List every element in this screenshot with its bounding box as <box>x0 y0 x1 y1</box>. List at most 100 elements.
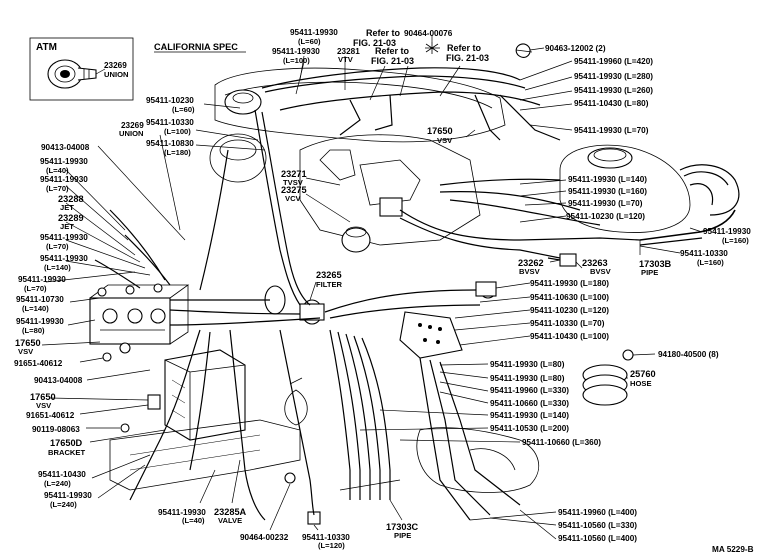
label-10530-l200: 95411-10530 (L=200) <box>490 424 569 433</box>
label-19930-l140-r: 95411-19930 (L=140) <box>568 175 647 184</box>
label-17303b-pn: 17303B <box>639 259 672 269</box>
label-23288-pn: 23288 <box>58 194 84 204</box>
label-23265-sz: FILTER <box>316 280 343 289</box>
label-10660-l330: 95411-10660 (L=330) <box>490 399 569 408</box>
label-l70c-pn: 95411-19930 <box>18 275 66 284</box>
label-10230-l120: 95411-10230 (L=120) <box>566 212 645 221</box>
label-90119-08063: 90119-08063 <box>32 425 80 434</box>
label-95411-19930-l280: 95411-19930 (L=280) <box>574 72 653 81</box>
label-17303c-pn: 17303C <box>386 522 419 532</box>
vsv-small <box>102 352 161 433</box>
label-19930-l160-far-pn: 95411-19930 <box>703 227 751 236</box>
label-l80l-sz: (L=80) <box>22 326 45 335</box>
label-95411-19930-l260: 95411-19930 (L=260) <box>574 86 653 95</box>
label-10330-l70: 95411-10330 (L=70) <box>530 319 605 328</box>
label-17650-l2-sz: VSV <box>36 401 52 410</box>
label-l70b-pn: 95411-19930 <box>40 233 88 242</box>
label-95411-10330-sz: (L=100) <box>164 127 191 136</box>
spec-title: CALIFORNIA SPEC <box>154 42 238 52</box>
label-17303c-sz: PIPE <box>394 531 411 540</box>
label-l70a-pn: 95411-19930 <box>40 175 88 184</box>
label-90413-04008: 90413-04008 <box>41 143 90 152</box>
label-95411-10230-sz: (L=60) <box>172 105 195 114</box>
label-23263-sz: BVSV <box>590 267 612 276</box>
label-l80l-pn: 95411-19930 <box>16 317 64 326</box>
label-90413-04008-b: 90413-04008 <box>34 376 83 385</box>
label-10430-l240-pn: 95411-10430 <box>38 470 86 479</box>
label-23288-sz: JET <box>60 203 74 212</box>
label-10630-l100: 95411-10630 (L=100) <box>530 293 609 302</box>
label-25760-sz: HOSE <box>630 379 652 388</box>
label-19930-l240-pn: 95411-19930 <box>44 491 92 500</box>
leader-lines <box>41 36 703 540</box>
label-l40-pn: 95411-19930 <box>40 157 88 166</box>
engine-artwork <box>109 67 740 493</box>
label-l40-sz: (L=40) <box>46 166 69 175</box>
label-23263-pn: 23263 <box>582 258 608 268</box>
label-10560-l400: 95411-10560 (L=400) <box>558 534 637 543</box>
label-19930-l40-b-pn: 95411-19930 <box>158 508 206 517</box>
label-10330-l120-pn: 95411-10330 <box>302 533 350 542</box>
label-19930-l140-b: 95411-19930 (L=140) <box>490 411 569 420</box>
label-l70b-sz: (L=70) <box>46 242 69 251</box>
label-19930-l240-sz: (L=240) <box>50 500 77 509</box>
label-19930-l160-r: 95411-19930 (L=160) <box>568 187 647 196</box>
label-10730-sz: (L=140) <box>22 304 49 313</box>
label-l140l-pn: 95411-19930 <box>40 254 88 263</box>
label-95411-10430-l80: 95411-10430 (L=80) <box>574 99 649 108</box>
label-10430-l100: 95411-10430 (L=100) <box>530 332 609 341</box>
label-95411-10230-pn: 95411-10230 <box>146 96 194 105</box>
hose-coil <box>582 349 634 406</box>
union-fitting-drawing <box>47 59 97 89</box>
label-17303b-sz: PIPE <box>641 268 658 277</box>
label-19930-l160-far-sz: (L=160) <box>722 236 749 245</box>
label-91651-40612-a: 91651-40612 <box>14 359 63 368</box>
label-90464-00076: 90464-00076 <box>404 29 453 38</box>
refer-c-l2: FIG. 21-03 <box>446 53 489 63</box>
inset-frame <box>29 37 134 101</box>
label-10560-l330: 95411-10560 (L=330) <box>558 521 637 530</box>
label-17650-l2-pn: 17650 <box>30 392 56 402</box>
label-95411-10330-pn: 95411-10330 <box>146 118 194 127</box>
label-17650-l-sz: VSV <box>18 347 34 356</box>
junction-block <box>399 311 463 359</box>
label-91651-40612-b: 91651-40612 <box>26 411 75 420</box>
reservoir-cap <box>587 147 633 169</box>
inset-part-number: 23269 <box>104 61 127 70</box>
label-17650-top-pn: 17650 <box>427 126 453 136</box>
vacuum-tubes <box>94 67 736 521</box>
label-90464-00232: 90464-00232 <box>240 533 289 542</box>
label-23271-sz: TVSV <box>283 178 304 187</box>
figure-code: MA 5229-B <box>712 545 754 554</box>
bracket-box <box>164 349 246 441</box>
label-95411-19930-l60-sz: (L=60) <box>298 37 321 46</box>
refer-a-l1: Refer to <box>366 28 401 38</box>
refer-b-l2: FIG. 21-03 <box>371 56 414 66</box>
vsv-cluster <box>89 283 190 354</box>
label-10330-l160-sz: (L=160) <box>697 258 724 267</box>
label-23281-sz: VTV <box>338 55 354 64</box>
label-19930-l70-r2: 95411-19930 (L=70) <box>568 199 643 208</box>
label-17650d-pn: 17650D <box>50 438 83 448</box>
label-l140l-sz: (L=140) <box>44 263 71 272</box>
label-95411-19930-l70-r: 95411-19930 (L=70) <box>574 126 649 135</box>
label-10730-pn: 95411-10730 <box>16 295 64 304</box>
refer-a-l2: FIG. 21-03 <box>353 38 396 48</box>
label-10660-l360: 95411-10660 (L=360) <box>522 438 601 447</box>
label-19930-l80-r: 95411-19930 (L=80) <box>490 360 565 369</box>
label-10230-l120-b: 95411-10230 (L=120) <box>530 306 609 315</box>
refer-c-l1: Refer to <box>447 43 482 53</box>
label-10330-l160-pn: 95411-10330 <box>680 249 728 258</box>
label-19960-l330: 95411-19960 (L=330) <box>490 386 569 395</box>
label-23275-pn: 23275 <box>281 185 307 195</box>
label-23289-pn: 23289 <box>58 213 84 223</box>
label-95411-19960-l420: 95411-19960 (L=420) <box>574 57 653 66</box>
clamp-parts <box>284 42 533 525</box>
label-23275-sz: VCV <box>285 194 302 203</box>
label-23269-sz: UNION <box>119 129 143 138</box>
label-19960-l400: 95411-19960 (L=400) <box>558 508 637 517</box>
refer-b-l1: Refer to <box>375 46 410 56</box>
label-95411-10830-pn: 95411-10830 <box>146 139 194 148</box>
inset-part-name: UNION <box>104 70 128 79</box>
